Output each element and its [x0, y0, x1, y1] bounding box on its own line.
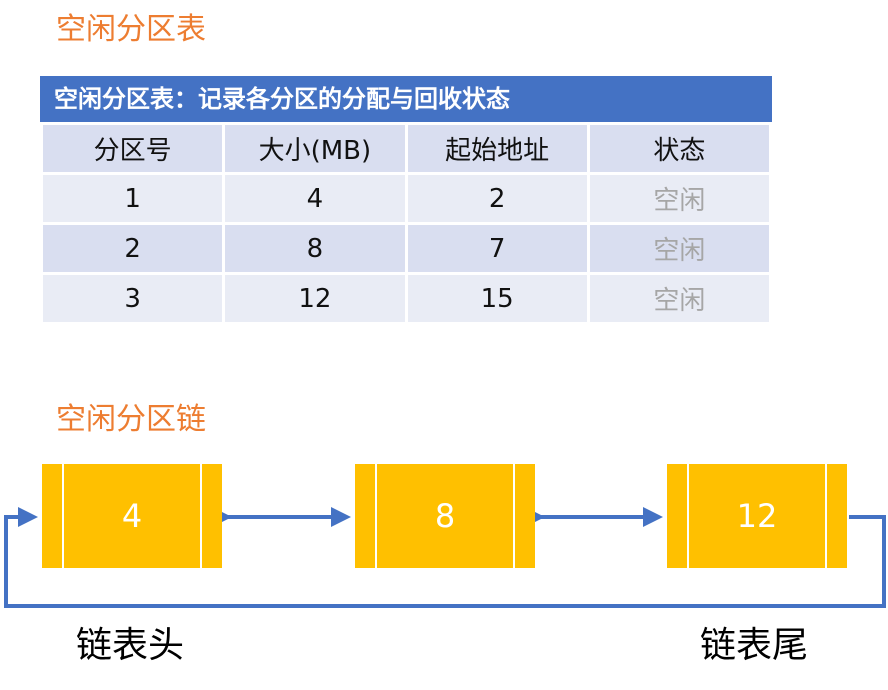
header-size: 大小(MB): [222, 122, 408, 175]
cell-start-address: 7: [404, 222, 590, 275]
cell-status: 空闲: [586, 172, 773, 225]
node-left-divider: [62, 464, 64, 568]
cell-partition-no: 1: [39, 172, 226, 225]
header-start-address: 起始地址: [404, 122, 590, 175]
partition-table: 分区号 大小(MB) 起始地址 状态 1 4 2 空闲 2 8 7 空闲 3 1…: [39, 122, 773, 325]
node-right-divider: [200, 464, 202, 568]
chain-node: 12: [667, 464, 847, 568]
node-right-divider: [513, 464, 515, 568]
cell-status: 空闲: [586, 272, 773, 325]
chain-section-title: 空闲分区链: [56, 402, 206, 437]
node-value: 4: [121, 497, 143, 535]
cell-partition-no: 2: [39, 222, 226, 275]
table-section-title: 空闲分区表: [56, 12, 206, 47]
table-caption: 空闲分区表：记录各分区的分配与回收状态: [40, 76, 772, 122]
cell-start-address: 2: [404, 172, 590, 225]
node-left-divider: [687, 464, 689, 568]
header-status: 状态: [586, 122, 773, 175]
cell-status: 空闲: [586, 222, 773, 275]
cell-start-address: 15: [404, 272, 590, 325]
node-left-divider: [375, 464, 377, 568]
cell-size: 8: [222, 222, 408, 275]
table-row: 2 8 7 空闲: [39, 222, 773, 275]
chain-head-label: 链表头: [76, 625, 185, 666]
node-value: 12: [736, 497, 778, 535]
node-right-divider: [825, 464, 827, 568]
table-row: 3 12 15 空闲: [39, 272, 773, 325]
cell-size: 4: [222, 172, 408, 225]
loop-back-arrow: [4, 507, 886, 608]
cell-partition-no: 3: [39, 272, 226, 325]
chain-tail-label: 链表尾: [700, 625, 809, 666]
header-partition-no: 分区号: [39, 122, 226, 175]
cell-size: 12: [222, 272, 408, 325]
chain-node: 8: [355, 464, 535, 568]
table-header-row: 分区号 大小(MB) 起始地址 状态: [39, 122, 773, 175]
table-row: 1 4 2 空闲: [39, 172, 773, 225]
node-value: 8: [434, 497, 456, 535]
chain-node: 4: [42, 464, 222, 568]
free-partition-table: 空闲分区表：记录各分区的分配与回收状态 分区号 大小(MB) 起始地址 状态 1…: [39, 76, 773, 325]
